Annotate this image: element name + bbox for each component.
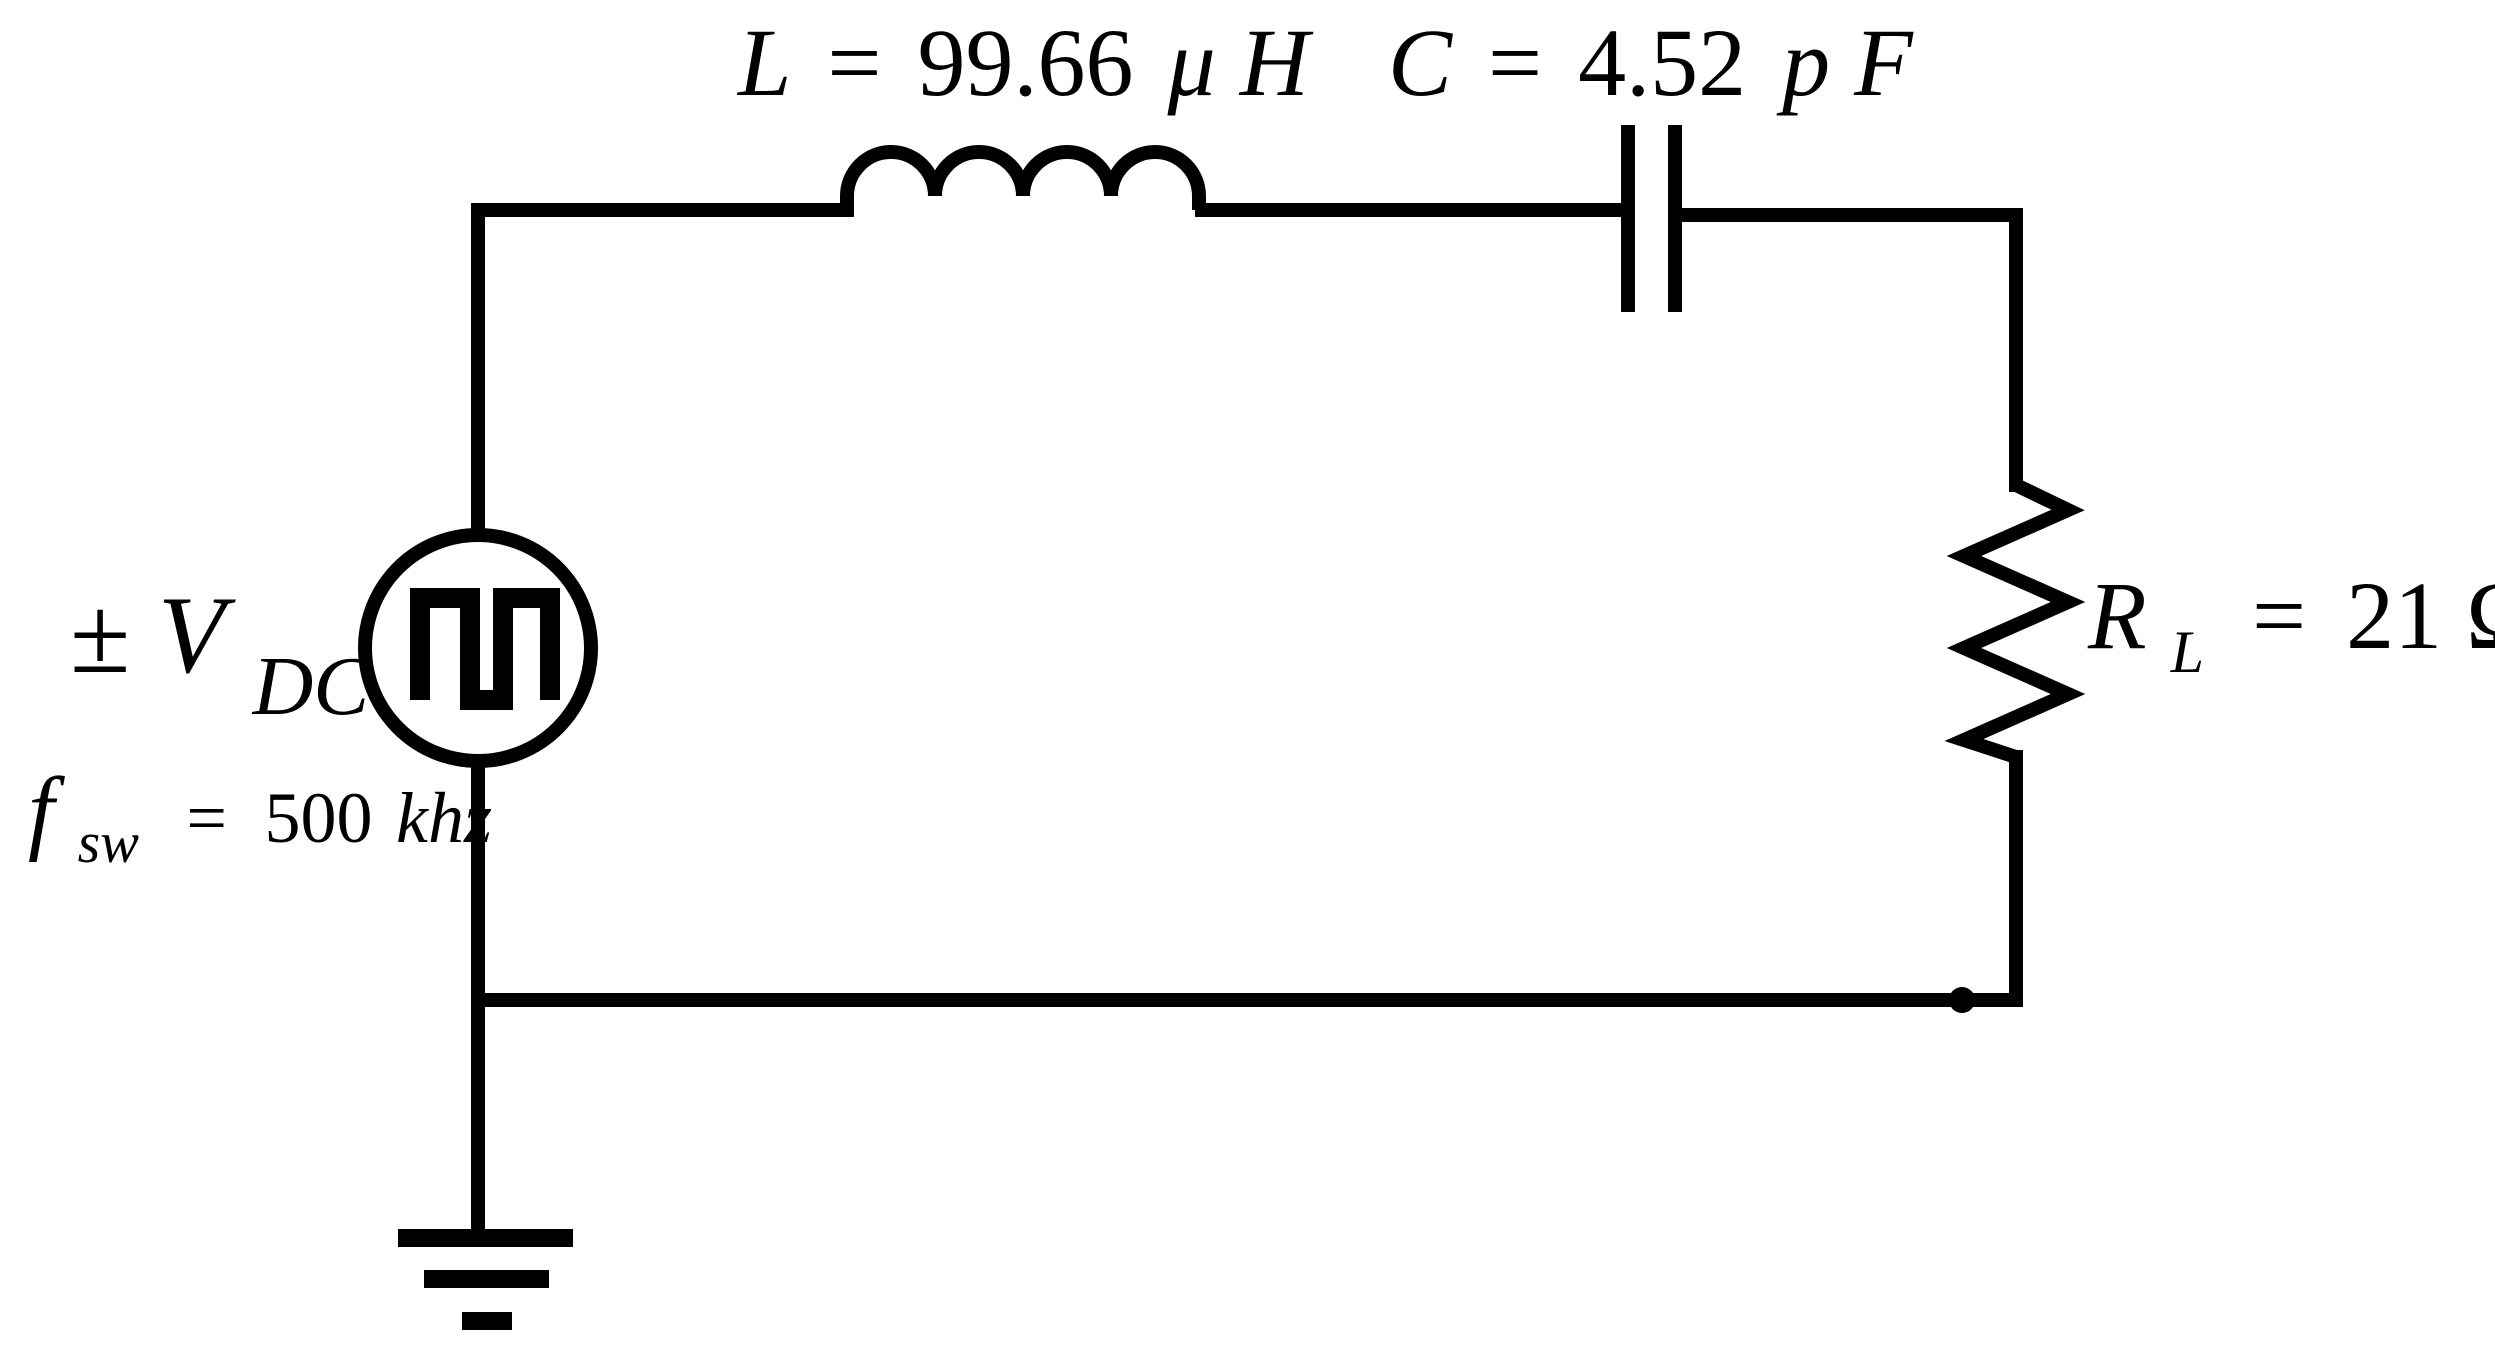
inductor-equals: = <box>827 9 881 116</box>
source-prefix: ± <box>70 574 130 696</box>
wire-capacitor-resistor <box>1675 208 2023 492</box>
inductor-symbol: L <box>736 9 791 116</box>
freq-equals: = <box>186 778 227 858</box>
capacitor-unit-prefix: p <box>1776 9 1830 116</box>
capacitor-label: C = 4.52 p F <box>1388 9 1914 116</box>
resistor-symbol: R <box>2087 562 2147 669</box>
square-wave-source <box>358 528 598 768</box>
inductor-unit: H <box>1238 9 1314 116</box>
resistor-label: R L = 21 Ω <box>2087 562 2495 693</box>
capacitor-value: 4.52 <box>1578 9 1746 116</box>
resistor-unit: Ω <box>2466 562 2495 669</box>
freq-unit: khz <box>396 778 492 858</box>
switching-frequency-label: f sw = 500 khz <box>28 759 492 883</box>
resistor-subscript: L <box>2170 619 2204 685</box>
junction-dot <box>1949 987 1975 1013</box>
source-symbol: V <box>158 574 236 696</box>
source-subscript: DC <box>252 640 371 733</box>
inductor-value: 99.66 <box>918 9 1134 116</box>
inductor-label: L = 99.66 μ H <box>736 9 1314 116</box>
capacitor-symbol: C <box>1388 9 1453 116</box>
freq-value: 500 <box>265 778 373 858</box>
freq-subscript: sw <box>78 810 140 875</box>
resistor-equals: = <box>2252 562 2306 669</box>
capacitor-equals: = <box>1488 9 1542 116</box>
capacitor-unit: F <box>1853 9 1914 116</box>
inductor-unit-prefix: μ <box>1167 9 1216 116</box>
square-wave-icon <box>410 588 560 710</box>
source-voltage-label: ± V DC <box>70 574 370 733</box>
freq-symbol: f <box>28 759 65 863</box>
inductor-coil <box>840 145 1206 210</box>
ground-icon <box>398 1229 573 1330</box>
wire-resistor-bottom <box>471 750 2023 1007</box>
resistor-value: 21 <box>2346 562 2442 669</box>
wire-left-top <box>471 203 854 542</box>
resistor-zigzag <box>1944 478 2086 764</box>
